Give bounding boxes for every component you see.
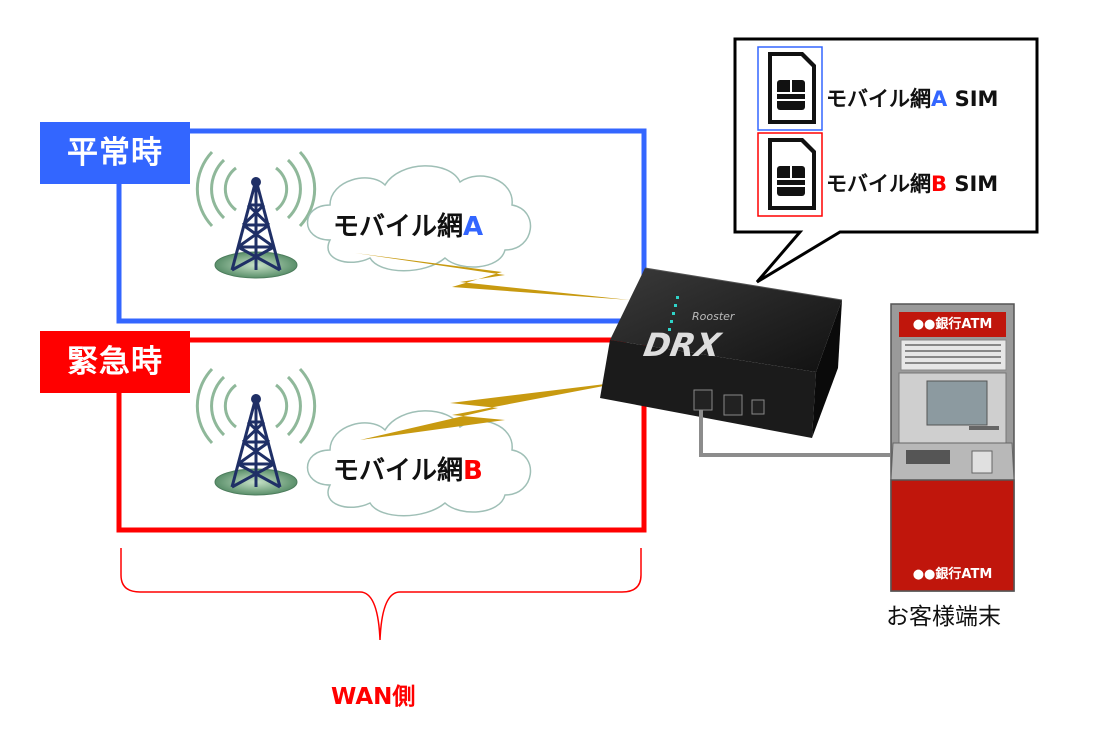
emergency-frame <box>116 337 647 533</box>
atm-icon <box>890 303 1015 592</box>
svg-text:Rooster: Rooster <box>692 310 736 323</box>
sim-a-label: モバイル網A SIM <box>826 87 999 111</box>
normal-label-bg <box>40 122 190 184</box>
customer-terminal-label: お客様端末 <box>886 604 1001 630</box>
sim-b-label: モバイル網B SIM <box>826 172 999 196</box>
cloud-a-icon <box>306 165 532 272</box>
sim-callout <box>733 37 1039 284</box>
sim-b-icon <box>768 138 816 210</box>
tower-b-icon <box>195 367 317 496</box>
lan-cable <box>699 410 890 457</box>
bolt-a-icon <box>355 253 630 300</box>
router-icon: Rooster DRX <box>600 267 843 438</box>
cloud-b-icon <box>306 410 532 517</box>
atm-sign-bottom: ●●銀行ATM <box>912 567 993 582</box>
tower-a-icon <box>195 150 317 279</box>
bolt-b-icon <box>360 381 630 440</box>
emergency-label-bg <box>40 331 190 393</box>
wan-brace <box>120 548 642 641</box>
emergency-label: 緊急時 <box>67 344 163 380</box>
network-a-label: モバイル網A <box>333 212 484 242</box>
svg-text:DRX: DRX <box>641 326 726 364</box>
wan-side-label: WAN側 <box>331 684 416 710</box>
sim-a-icon <box>768 52 816 124</box>
normal-frame <box>116 128 647 324</box>
normal-label: 平常時 <box>67 135 163 171</box>
atm-sign-top: ●●銀行ATM <box>912 317 993 332</box>
network-b-label: モバイル網B <box>333 456 483 486</box>
